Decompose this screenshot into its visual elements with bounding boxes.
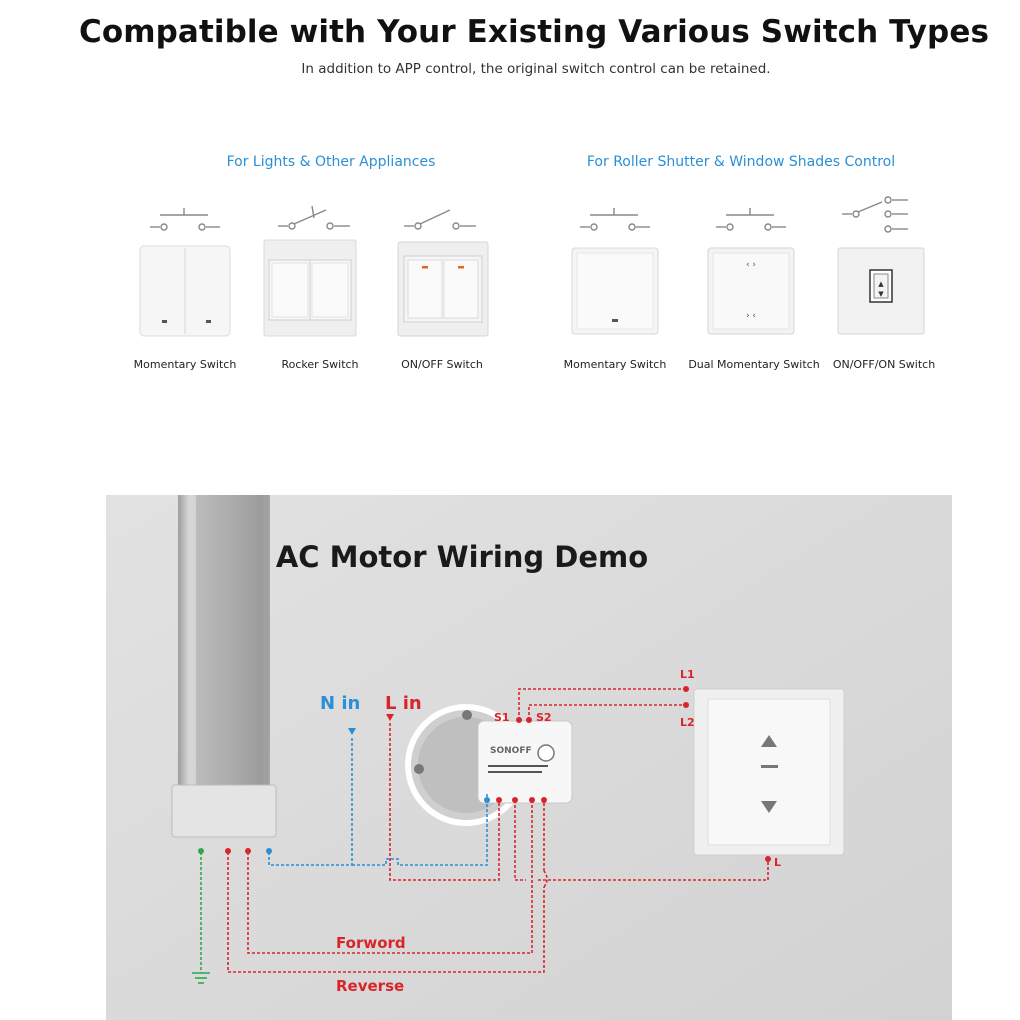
momentary-switch-symbol-icon [150,208,220,231]
s2-label: S2 [536,711,552,724]
svg-text:‹ ›: ‹ › [746,260,756,270]
momentary-switch-image [139,245,231,337]
switch-label: Dual Momentary Switch [688,358,820,371]
group-heading-shutter: For Roller Shutter & Window Shades Contr… [586,154,896,170]
page-title: Compatible with Your Existing Various Sw… [78,14,989,50]
switch-label: ON/OFF/ON Switch [832,358,936,371]
n-in-arrow-icon [348,728,356,735]
forward-label: Forword [336,934,406,952]
page-subtitle: In addition to APP control, the original… [301,61,771,77]
dual-momentary-switch-symbol-icon [716,208,786,231]
l-in-label: L in [385,693,422,714]
dual-momentary-switch-image: ‹ › › ‹ [707,247,795,335]
module-brand-text: SONOFF [490,746,532,756]
earth-symbol-icon [192,972,210,984]
live-wire [389,723,500,881]
rocker-switch-symbol-icon [278,205,350,230]
group-heading-lights: For Lights & Other Appliances [226,154,436,170]
rocker-switch-image [263,239,357,337]
l-in-arrow-icon [386,714,394,721]
svg-text:▲: ▲ [878,280,884,288]
switch-label: ON/OFF Switch [401,358,483,371]
reverse-label: Reverse [336,977,405,995]
up-arrow-icon [761,735,777,747]
l2-label: L2 [680,716,695,729]
demo-title: AC Motor Wiring Demo [275,540,649,574]
momentary-switch-2-image [571,247,659,335]
l1-label: L1 [680,668,695,681]
neutral-wire [268,737,353,866]
trunking-end-cap [171,784,277,838]
onoff-switch-image [397,241,489,337]
l-label: L [774,856,782,869]
down-arrow-icon [761,801,777,813]
onoffon-switch-image: ▲ ▼ [837,247,925,335]
wiring-demo-illustration: SONOFF [106,495,952,1020]
n-in-label: N in [320,693,361,714]
momentary-switch-symbol-2-icon [580,208,650,231]
onoff-switch-symbol-icon [404,209,476,230]
switch-label: Rocker Switch [281,358,359,371]
svg-text:▼: ▼ [878,290,884,298]
switch-label: Momentary Switch [133,358,237,371]
reverse-wire [227,852,545,973]
forward-wire [247,800,533,954]
onoffon-switch-symbol-icon [842,196,908,233]
switch-label: Momentary Switch [563,358,667,371]
s1-label: S1 [494,711,510,724]
svg-text:› ‹: › ‹ [746,311,756,321]
sonoff-module [477,720,573,804]
